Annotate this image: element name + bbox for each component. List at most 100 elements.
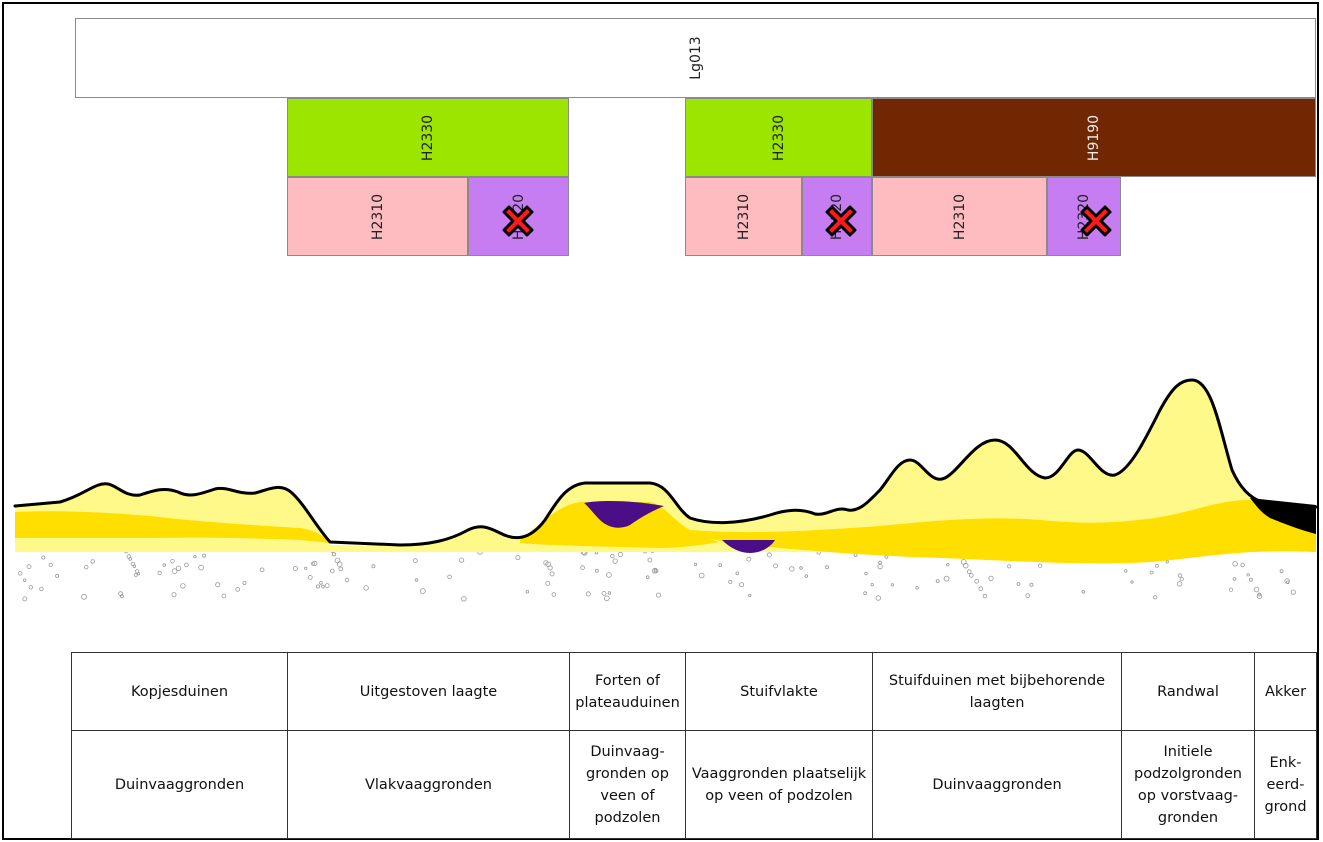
pebble <box>1248 577 1253 582</box>
habitat-bar-h2310-b: H2310 <box>685 177 802 256</box>
pebble <box>259 567 265 573</box>
pebble <box>525 590 530 594</box>
landscape-profile <box>13 378 1318 602</box>
pebble <box>419 588 426 594</box>
pebble <box>607 591 612 595</box>
pebble <box>789 566 795 572</box>
habitat-label-h2310: H2310 <box>951 193 968 240</box>
pebble <box>363 585 369 591</box>
pebble <box>968 573 974 578</box>
habitat-bar-lg013: Lg013 <box>75 18 1316 98</box>
pebble <box>171 568 178 574</box>
soil-row: Duinvaaggronden Vlakvaaggronden Duinvaag… <box>71 730 1317 839</box>
pebble <box>170 559 175 564</box>
habitat-label-h9190: H9190 <box>1086 114 1102 161</box>
pebble <box>1232 577 1237 581</box>
pebble <box>653 567 658 572</box>
pebble <box>647 557 653 563</box>
pebble <box>693 562 698 567</box>
pebble <box>193 554 197 559</box>
habitat-label-h2330: H2330 <box>420 114 436 161</box>
habitat-bar-h2310-c: H2310 <box>872 177 1047 256</box>
pebble <box>202 553 207 558</box>
pebble <box>1177 573 1182 578</box>
red-cross-icon <box>1080 205 1112 237</box>
pebble <box>315 584 320 589</box>
pebble <box>184 562 189 568</box>
pebble <box>133 573 138 577</box>
pebble <box>157 570 162 576</box>
pebble <box>946 562 950 567</box>
pebble <box>329 568 335 574</box>
pebble <box>1007 564 1012 569</box>
pebble <box>461 596 467 602</box>
landform-cell: Stuifduinen met bijbehorende laagten <box>872 652 1122 731</box>
pebble <box>1081 589 1086 594</box>
pebble <box>1290 589 1296 595</box>
pebble <box>610 553 615 559</box>
red-cross-icon <box>502 205 534 237</box>
landform-cell: Akker <box>1254 652 1317 731</box>
pebble <box>128 557 133 561</box>
pebble <box>1257 592 1262 597</box>
pebble <box>864 571 868 576</box>
habitat-bar-h2310-a: H2310 <box>287 177 468 256</box>
pebble <box>804 574 808 578</box>
landform-cell: Stuifvlakte <box>685 652 873 731</box>
pebble <box>698 572 705 579</box>
pebble <box>549 571 555 577</box>
sand-layer-light <box>15 380 1316 552</box>
habitat-bar-h9190: H9190 <box>872 98 1316 177</box>
pebble <box>1240 562 1245 568</box>
pebble <box>458 557 465 563</box>
pebble <box>515 555 521 561</box>
landform-soil-table: Kopjesduinen Uitgestoven laagte Forten o… <box>71 652 1317 839</box>
landform-row: Kopjesduinen Uitgestoven laagte Forten o… <box>71 652 1317 731</box>
pebble <box>48 562 53 567</box>
pebble <box>324 583 330 588</box>
pebble <box>338 566 344 572</box>
topsoil-block <box>1250 498 1316 534</box>
pebble <box>645 575 650 579</box>
pebble <box>735 571 740 576</box>
pebble <box>601 591 607 596</box>
pebble <box>853 553 858 557</box>
pebble <box>1124 569 1128 573</box>
pebble <box>746 556 752 562</box>
pebble <box>215 582 221 588</box>
pebble <box>915 586 919 590</box>
sand-layer-dark <box>15 511 330 543</box>
pebble <box>1130 580 1134 584</box>
pebble <box>935 579 940 584</box>
pebble <box>1155 564 1159 568</box>
pebble <box>878 560 882 565</box>
pebble <box>331 552 336 557</box>
pebble <box>877 563 883 570</box>
pebble <box>988 575 994 581</box>
pebble <box>1165 560 1169 564</box>
pebble <box>180 583 186 589</box>
pebble <box>545 581 551 586</box>
pebble <box>304 566 308 570</box>
pebble <box>585 591 591 597</box>
pebble <box>606 572 612 578</box>
pebble <box>22 596 28 602</box>
pebble <box>870 582 874 587</box>
pebble <box>18 571 23 576</box>
pebble <box>235 587 241 592</box>
pebble <box>447 574 452 580</box>
surface-line <box>13 378 1318 547</box>
landform-cell: Uitgestoven laagte <box>287 652 570 731</box>
pebble <box>171 592 177 598</box>
pebble <box>718 563 722 567</box>
pebble <box>653 568 659 574</box>
pebble <box>1232 561 1238 567</box>
pebble <box>1246 573 1250 577</box>
habitat-label-h2330: H2330 <box>770 114 787 161</box>
peat-pocket <box>584 501 664 528</box>
habitat-bar-h2320-a: H2320 <box>468 177 569 256</box>
pebble <box>55 573 60 578</box>
pebble <box>136 572 141 576</box>
pebble <box>1253 586 1260 593</box>
pebble <box>1176 581 1183 587</box>
